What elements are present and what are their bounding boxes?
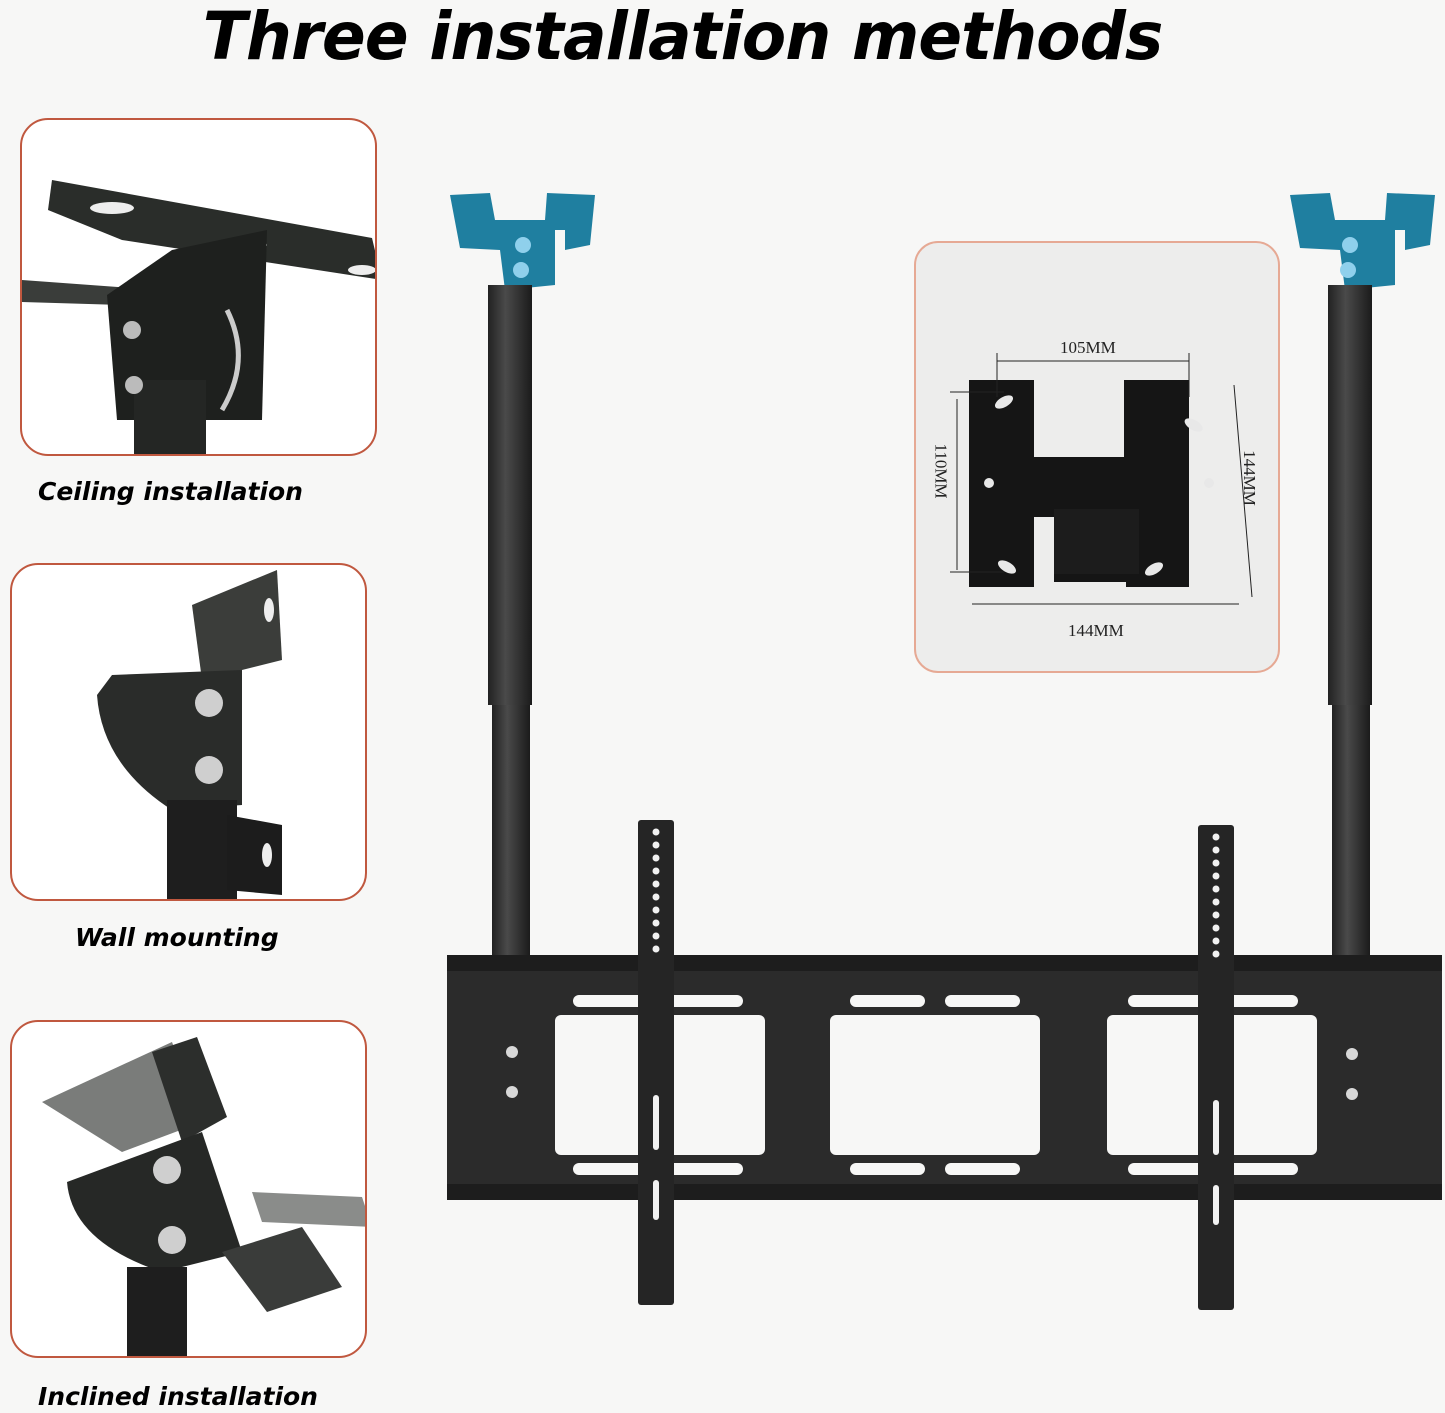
right-ceiling-bracket-icon	[1290, 193, 1435, 290]
page-title: Three installation methods	[202, 0, 1164, 75]
plate-height-label: 144MM	[1239, 450, 1259, 506]
tv-arm-right-icon	[1198, 825, 1234, 1310]
wall-mounting-panel	[10, 563, 367, 901]
mount-plate-diagram-icon	[950, 353, 1253, 605]
spec-plate-panel: 105MM 110MM 144MM 144MM	[914, 241, 1280, 673]
plate-width-label: 144MM	[1068, 621, 1124, 640]
left-upper-pole	[488, 285, 532, 705]
left-ceiling-bracket-icon	[450, 193, 595, 290]
inclined-installation-panel	[10, 1020, 367, 1358]
tv-arm-left-icon	[638, 820, 674, 1305]
wall-mounting-label: Wall mounting	[75, 923, 279, 952]
left-lower-pole	[492, 705, 530, 960]
ceiling-bracket-photo-icon	[22, 180, 375, 454]
tv-mount-plate-icon	[447, 955, 1442, 1200]
ceiling-installation-label: Ceiling installation	[38, 477, 303, 506]
right-lower-pole	[1332, 705, 1370, 960]
ceiling-installation-panel	[20, 118, 377, 456]
right-upper-pole	[1328, 285, 1372, 705]
top-hole-spacing-label: 105MM	[1060, 338, 1116, 357]
wall-bracket-photo-icon	[97, 570, 282, 899]
vertical-hole-spacing-label: 110MM	[931, 443, 951, 499]
inclined-installation-label: Inclined installation	[38, 1382, 318, 1411]
inclined-bracket-photo-icon	[42, 1037, 365, 1356]
